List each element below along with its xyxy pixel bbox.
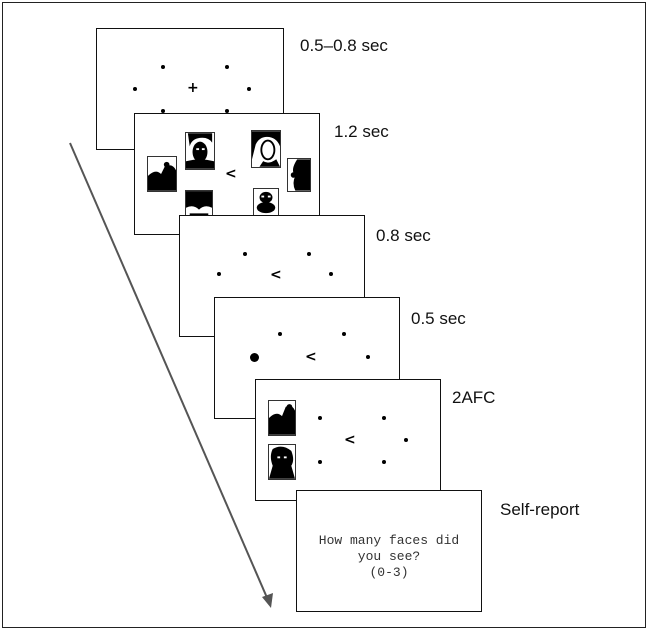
placeholder-dot [243, 252, 247, 256]
cue-arrow: < [225, 166, 237, 182]
fixation-cross: + [187, 80, 199, 96]
placeholder-dot [225, 109, 229, 113]
placeholder-dot [382, 460, 386, 464]
self-report-line-3: (0-3) [369, 565, 409, 580]
probe-dot [250, 353, 259, 362]
duration-fixation: 0.5–0.8 sec [300, 36, 388, 55]
face-image-right [287, 158, 311, 192]
placeholder-dot [382, 416, 386, 420]
duration-blank: 0.8 sec [376, 226, 431, 245]
placeholder-dot [342, 332, 346, 336]
placeholder-dot [217, 272, 221, 276]
duration-faces: 1.2 sec [334, 122, 389, 141]
placeholder-dot [366, 355, 370, 359]
placeholder-dot [133, 87, 137, 91]
duration-probe: 0.5 sec [411, 309, 466, 328]
self-report-line-2: you see? [357, 549, 421, 564]
self-report-line-1: How many faces did [318, 533, 460, 548]
label-self-report: Self-report [500, 500, 580, 519]
panel-faces: < [134, 113, 320, 235]
face-image-left [147, 156, 177, 192]
placeholder-dot [161, 109, 165, 113]
face-choice-top [268, 400, 296, 436]
placeholder-dot [278, 332, 282, 336]
cue-arrow: < [305, 349, 317, 365]
placeholder-dot [225, 65, 229, 69]
placeholder-dot [329, 272, 333, 276]
panel-2afc: < [255, 379, 441, 501]
label-2afc: 2AFC [452, 388, 496, 407]
placeholder-dot [318, 416, 322, 420]
placeholder-dot [404, 438, 408, 442]
face-image-bottom-right [253, 188, 279, 218]
cue-arrow: < [270, 267, 282, 283]
placeholder-dot [247, 87, 251, 91]
face-choice-bottom [268, 444, 296, 480]
placeholder-dot [307, 252, 311, 256]
face-image-top-left [185, 132, 215, 170]
placeholder-dot [161, 65, 165, 69]
panel-self-report: How many faces did you see? (0-3) [296, 490, 482, 612]
placeholder-dot [318, 460, 322, 464]
cue-arrow: < [344, 432, 356, 448]
face-image-top-right [251, 130, 281, 168]
